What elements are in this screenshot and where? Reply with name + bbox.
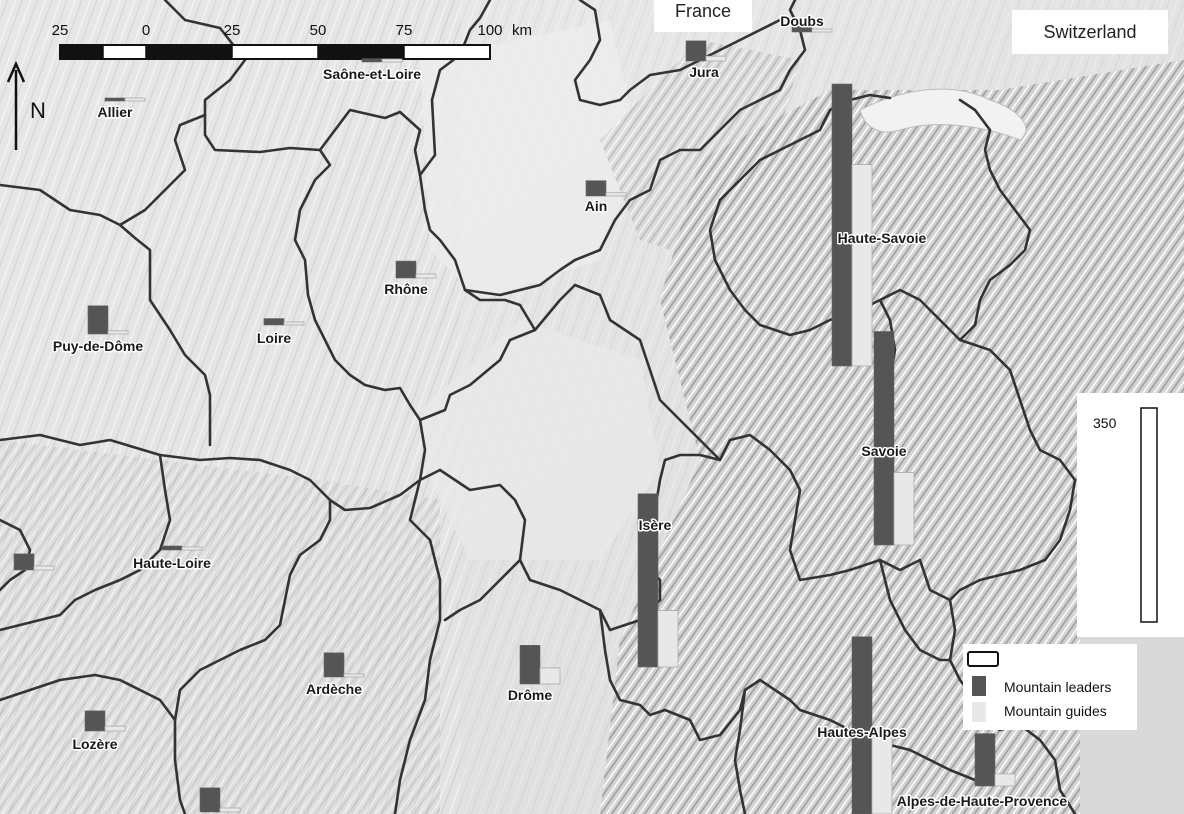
country-label-france: France <box>654 0 752 32</box>
bar-leaders <box>87 305 109 335</box>
department-label: Alpes-de-Haute-Provence <box>897 793 1068 809</box>
legend-size-reference-box <box>1077 393 1184 637</box>
department-label: Loire <box>257 330 291 346</box>
bar-guides <box>871 733 893 814</box>
bar-guides <box>994 773 1016 787</box>
country-label-switzerland: Switzerland <box>1012 10 1168 54</box>
bar-leaders <box>974 733 996 787</box>
department-label: Puy-de-Dôme <box>53 338 143 354</box>
scale-segment-white-2 <box>231 44 319 60</box>
legend-size-reference-bar <box>1140 407 1158 623</box>
bar-guides <box>811 28 833 33</box>
north-label: N <box>30 98 46 123</box>
bar-leaders <box>161 545 183 551</box>
bar-leaders <box>873 331 895 546</box>
department-label: Ain <box>585 198 608 214</box>
rhone-valley <box>420 320 660 560</box>
bar-leaders <box>323 652 345 678</box>
bar-leaders <box>637 493 659 668</box>
legend: 350 Mountain leaders Mountain guides <box>963 393 1184 730</box>
department-label: Haute-Loire <box>133 555 211 571</box>
department-label: Savoie <box>861 443 906 459</box>
department-label: Isère <box>639 517 672 533</box>
legend-outline-swatch <box>967 651 999 667</box>
country-france-text: France <box>674 1 732 21</box>
department-label: Jura <box>689 64 719 80</box>
bar-leaders <box>84 710 106 732</box>
bar-leaders <box>263 318 285 326</box>
scale-tick-label: 0 <box>142 22 150 39</box>
department-label: Saône-et-Loire <box>323 66 421 82</box>
bar-guides <box>219 807 241 813</box>
department-label: Lozère <box>72 736 117 752</box>
bar-leaders <box>831 83 853 367</box>
bar-guides <box>343 673 365 678</box>
department-label: Drôme <box>508 687 553 703</box>
bar-leaders <box>585 180 607 197</box>
legend-size-reference-value: 350 <box>1093 415 1117 431</box>
saone-plain <box>420 20 640 300</box>
bar-guides <box>124 97 146 102</box>
bar-guides <box>415 273 437 279</box>
bar-guides <box>539 667 561 685</box>
scale-bar-outline <box>59 44 491 60</box>
department-label: Hautes-Alpes <box>817 724 907 740</box>
bar-leaders <box>395 260 417 279</box>
department-label: Rhône <box>384 281 428 297</box>
bar-leaders <box>851 636 873 814</box>
bar-guides <box>33 565 55 571</box>
bar-leaders <box>519 645 541 685</box>
department-label: Haute-Savoie <box>838 230 927 246</box>
bar-leaders <box>104 97 126 102</box>
scale-segment-white-1 <box>102 44 147 60</box>
department-label: Ardèche <box>306 681 362 697</box>
scale-tick-label: 25 <box>52 22 69 39</box>
legend-label-leaders: Mountain leaders <box>1004 679 1111 695</box>
bar-guides <box>705 55 727 62</box>
scale-unit-label: km <box>512 22 532 39</box>
bar-leaders <box>199 787 221 813</box>
legend-label-guides: Mountain guides <box>1004 703 1107 719</box>
country-switzerland-text: Switzerland <box>1043 22 1137 42</box>
lake-geneva <box>859 88 1027 141</box>
bar-leaders <box>13 553 35 571</box>
bar-leaders <box>791 23 813 33</box>
scale-segment-black-1 <box>60 45 103 59</box>
massif-central-relief <box>0 440 440 814</box>
bar-guides <box>283 321 305 326</box>
scale-tick-label: 75 <box>396 22 413 39</box>
department-labels: Allier Saône-et-Loire Jura DoubsAinHaute-Sa… <box>51 12 1069 811</box>
legend-swatch-guides <box>972 702 986 722</box>
bar-guides <box>381 58 403 63</box>
scale-segment-black-2 <box>146 45 232 59</box>
scale-segment-black-3 <box>318 45 404 59</box>
bar-leaders <box>361 58 383 63</box>
bar-guides <box>104 725 126 732</box>
bar-guides <box>893 472 915 546</box>
legend-swatch-leaders <box>972 676 986 696</box>
department-label: Doubs <box>780 13 824 29</box>
bar-guides <box>181 546 203 551</box>
bar-guides <box>605 192 627 197</box>
scale-tick-label: 25 <box>224 22 241 39</box>
bar-leaders <box>685 40 707 62</box>
scale-segment-white-3 <box>403 44 491 60</box>
scale-tick-label: 50 <box>310 22 327 39</box>
north-arrow-head <box>6 60 26 83</box>
department-bars <box>13 23 1016 814</box>
bar-guides <box>851 164 873 367</box>
scale-tick-label: 100 <box>477 22 502 39</box>
north-arrow: N <box>6 60 46 150</box>
scale-bar: 25 0 25 50 75 100 km <box>52 22 532 60</box>
bar-guides <box>657 610 679 668</box>
department-label: Allier <box>97 104 133 120</box>
bar-guides <box>107 330 129 335</box>
